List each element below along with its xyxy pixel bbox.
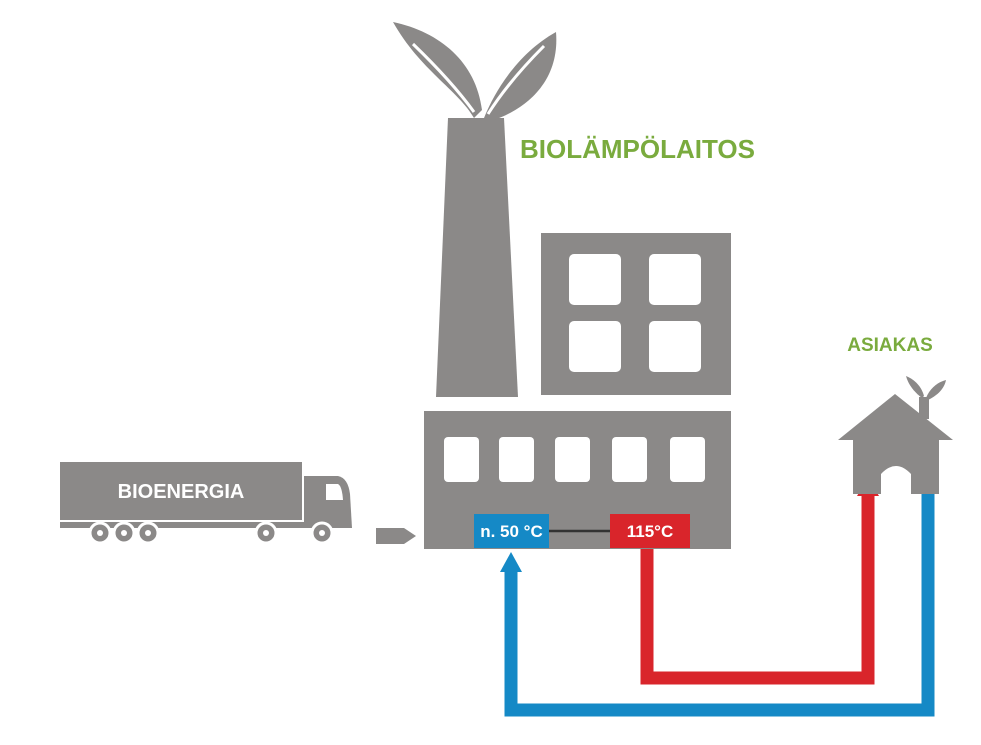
- truck-label: BIOENERGIA: [118, 481, 245, 503]
- supply-temp-badge: [610, 514, 690, 548]
- return-arrowhead-icon: [500, 552, 522, 572]
- leaf-icon: [393, 22, 557, 120]
- supply-temp-label: 115°C: [627, 522, 674, 541]
- return-temp-label: n. 50 °C: [480, 522, 543, 541]
- house-icon: [838, 376, 953, 494]
- return-temp-badge: [474, 514, 549, 548]
- customer-label: ASIAKAS: [847, 335, 933, 356]
- chimney: [436, 118, 518, 397]
- arrow-right-icon: [376, 528, 416, 544]
- truck-trailer: [60, 462, 302, 520]
- house-roof: [838, 394, 953, 440]
- house-chimney: [919, 397, 929, 419]
- truck-cab: [304, 476, 352, 528]
- return-pipe: [500, 488, 935, 717]
- factory-icon: [393, 22, 731, 549]
- plant-label: BIOLÄMPÖLAITOS: [520, 134, 755, 164]
- truck-icon: [60, 462, 352, 545]
